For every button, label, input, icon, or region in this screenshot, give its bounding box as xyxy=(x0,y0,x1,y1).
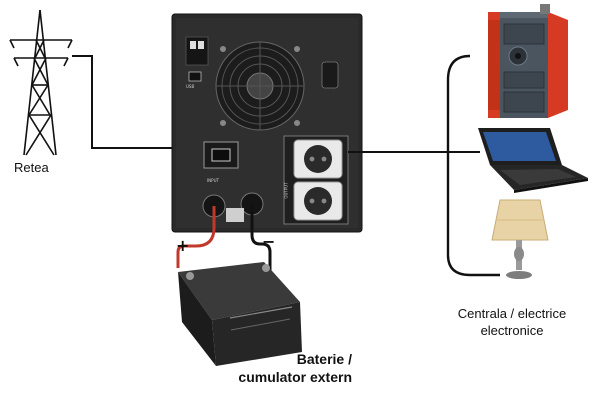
battery-positive-cable xyxy=(176,206,216,268)
grid-label: Retea xyxy=(14,160,49,175)
loads-label: Centrala / electrice electronice xyxy=(432,305,592,339)
battery-label-line-2: cumulator extern xyxy=(238,369,352,385)
positive-terminal-sign: + xyxy=(176,236,190,255)
ups-unit-icon xyxy=(171,13,363,233)
boiler-icon xyxy=(488,4,568,118)
battery-negative-cable xyxy=(250,204,272,272)
loads-label-line-2: electronice xyxy=(480,323,544,338)
load-bus-cable xyxy=(446,54,500,277)
ups-output-label: OUTPUT xyxy=(283,182,289,199)
usb-port-label: USB xyxy=(186,84,195,89)
transmission-tower-icon xyxy=(9,9,73,156)
loads-label-line-1: Centrala / electrice xyxy=(457,306,567,321)
table-lamp-icon xyxy=(491,199,549,279)
ups-input-label: INPUT xyxy=(207,178,219,183)
grid-cable xyxy=(72,55,205,149)
negative-terminal-sign: − xyxy=(262,232,276,251)
battery-label: Baterie / cumulator extern xyxy=(212,350,352,386)
laptop-icon xyxy=(478,128,588,193)
battery-label-line-1: Baterie / xyxy=(296,351,352,367)
battery-icon xyxy=(178,262,302,366)
